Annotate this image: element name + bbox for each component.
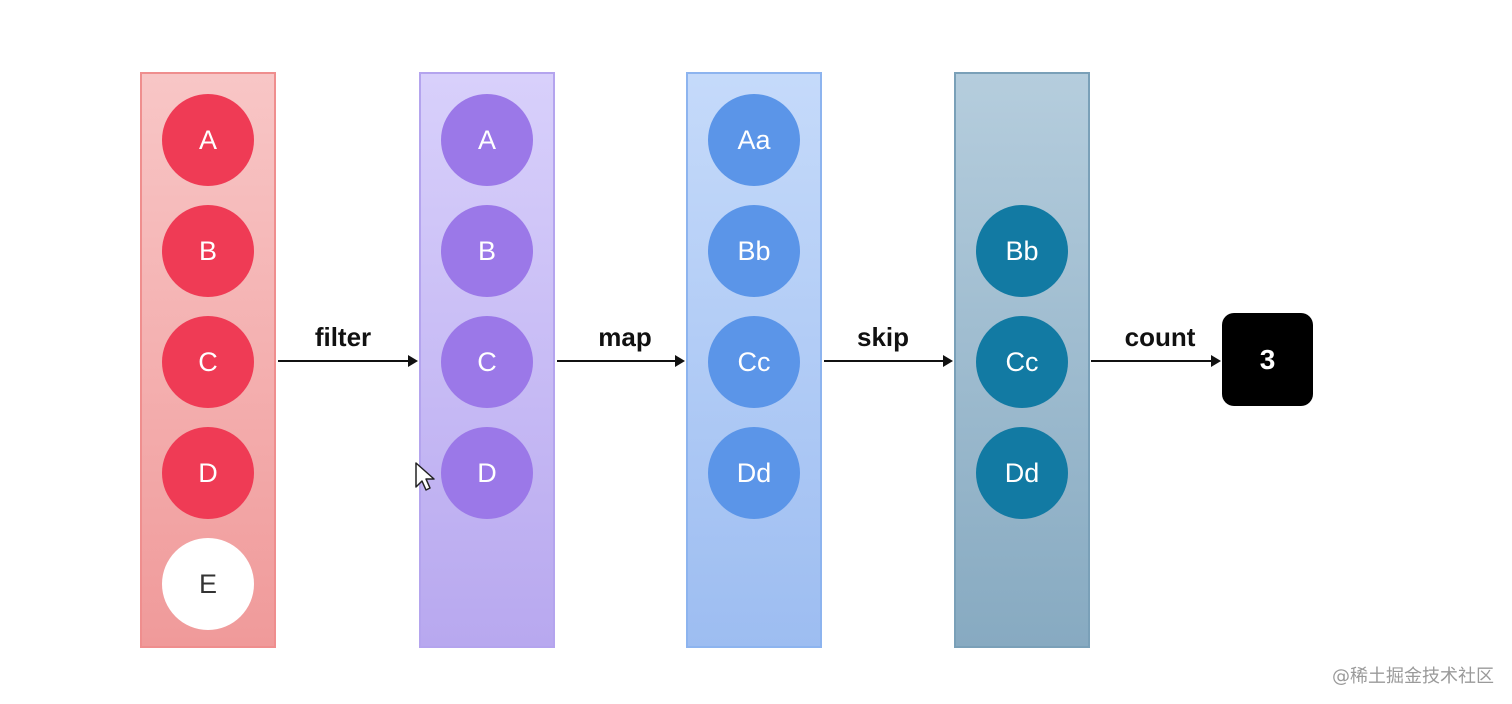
stage-2-node: C bbox=[441, 316, 533, 408]
filter-label: filter bbox=[314, 322, 372, 352]
stage-1-node: B bbox=[162, 205, 254, 297]
stage-1-node: C bbox=[162, 316, 254, 408]
count-label: count bbox=[1124, 322, 1196, 352]
stage-4-node: Dd bbox=[976, 427, 1068, 519]
count-result-box: 3 bbox=[1222, 313, 1313, 406]
stage-4-node: Bb bbox=[976, 205, 1068, 297]
stage-2-node: D bbox=[441, 427, 533, 519]
stage-4-column: Bb Cc Dd bbox=[954, 72, 1090, 648]
stage-3-node: Cc bbox=[708, 316, 800, 408]
stage-4-node: Cc bbox=[976, 316, 1068, 408]
stage-1-node: D bbox=[162, 427, 254, 519]
stage-3-node: Dd bbox=[708, 427, 800, 519]
stage-3-node: Aa bbox=[708, 94, 800, 186]
stage-1-column: A B C D E bbox=[140, 72, 276, 648]
skip-label: skip bbox=[856, 322, 910, 352]
mouse-cursor-icon bbox=[415, 462, 435, 491]
filter-arrow bbox=[278, 355, 418, 367]
stage-2-node: B bbox=[441, 205, 533, 297]
stage-3-column: Aa Bb Cc Dd bbox=[686, 72, 822, 648]
map-arrow bbox=[557, 355, 685, 367]
skip-arrow bbox=[824, 355, 953, 367]
count-arrow bbox=[1091, 355, 1221, 367]
stage-1-filtered-node: E bbox=[162, 538, 254, 630]
stage-2-column: A B C D bbox=[419, 72, 555, 648]
stage-3-node: Bb bbox=[708, 205, 800, 297]
map-label: map bbox=[598, 322, 652, 352]
watermark: @稀土掘金技术社区 bbox=[1332, 666, 1494, 687]
stage-2-node: A bbox=[441, 94, 533, 186]
stage-1-node: A bbox=[162, 94, 254, 186]
